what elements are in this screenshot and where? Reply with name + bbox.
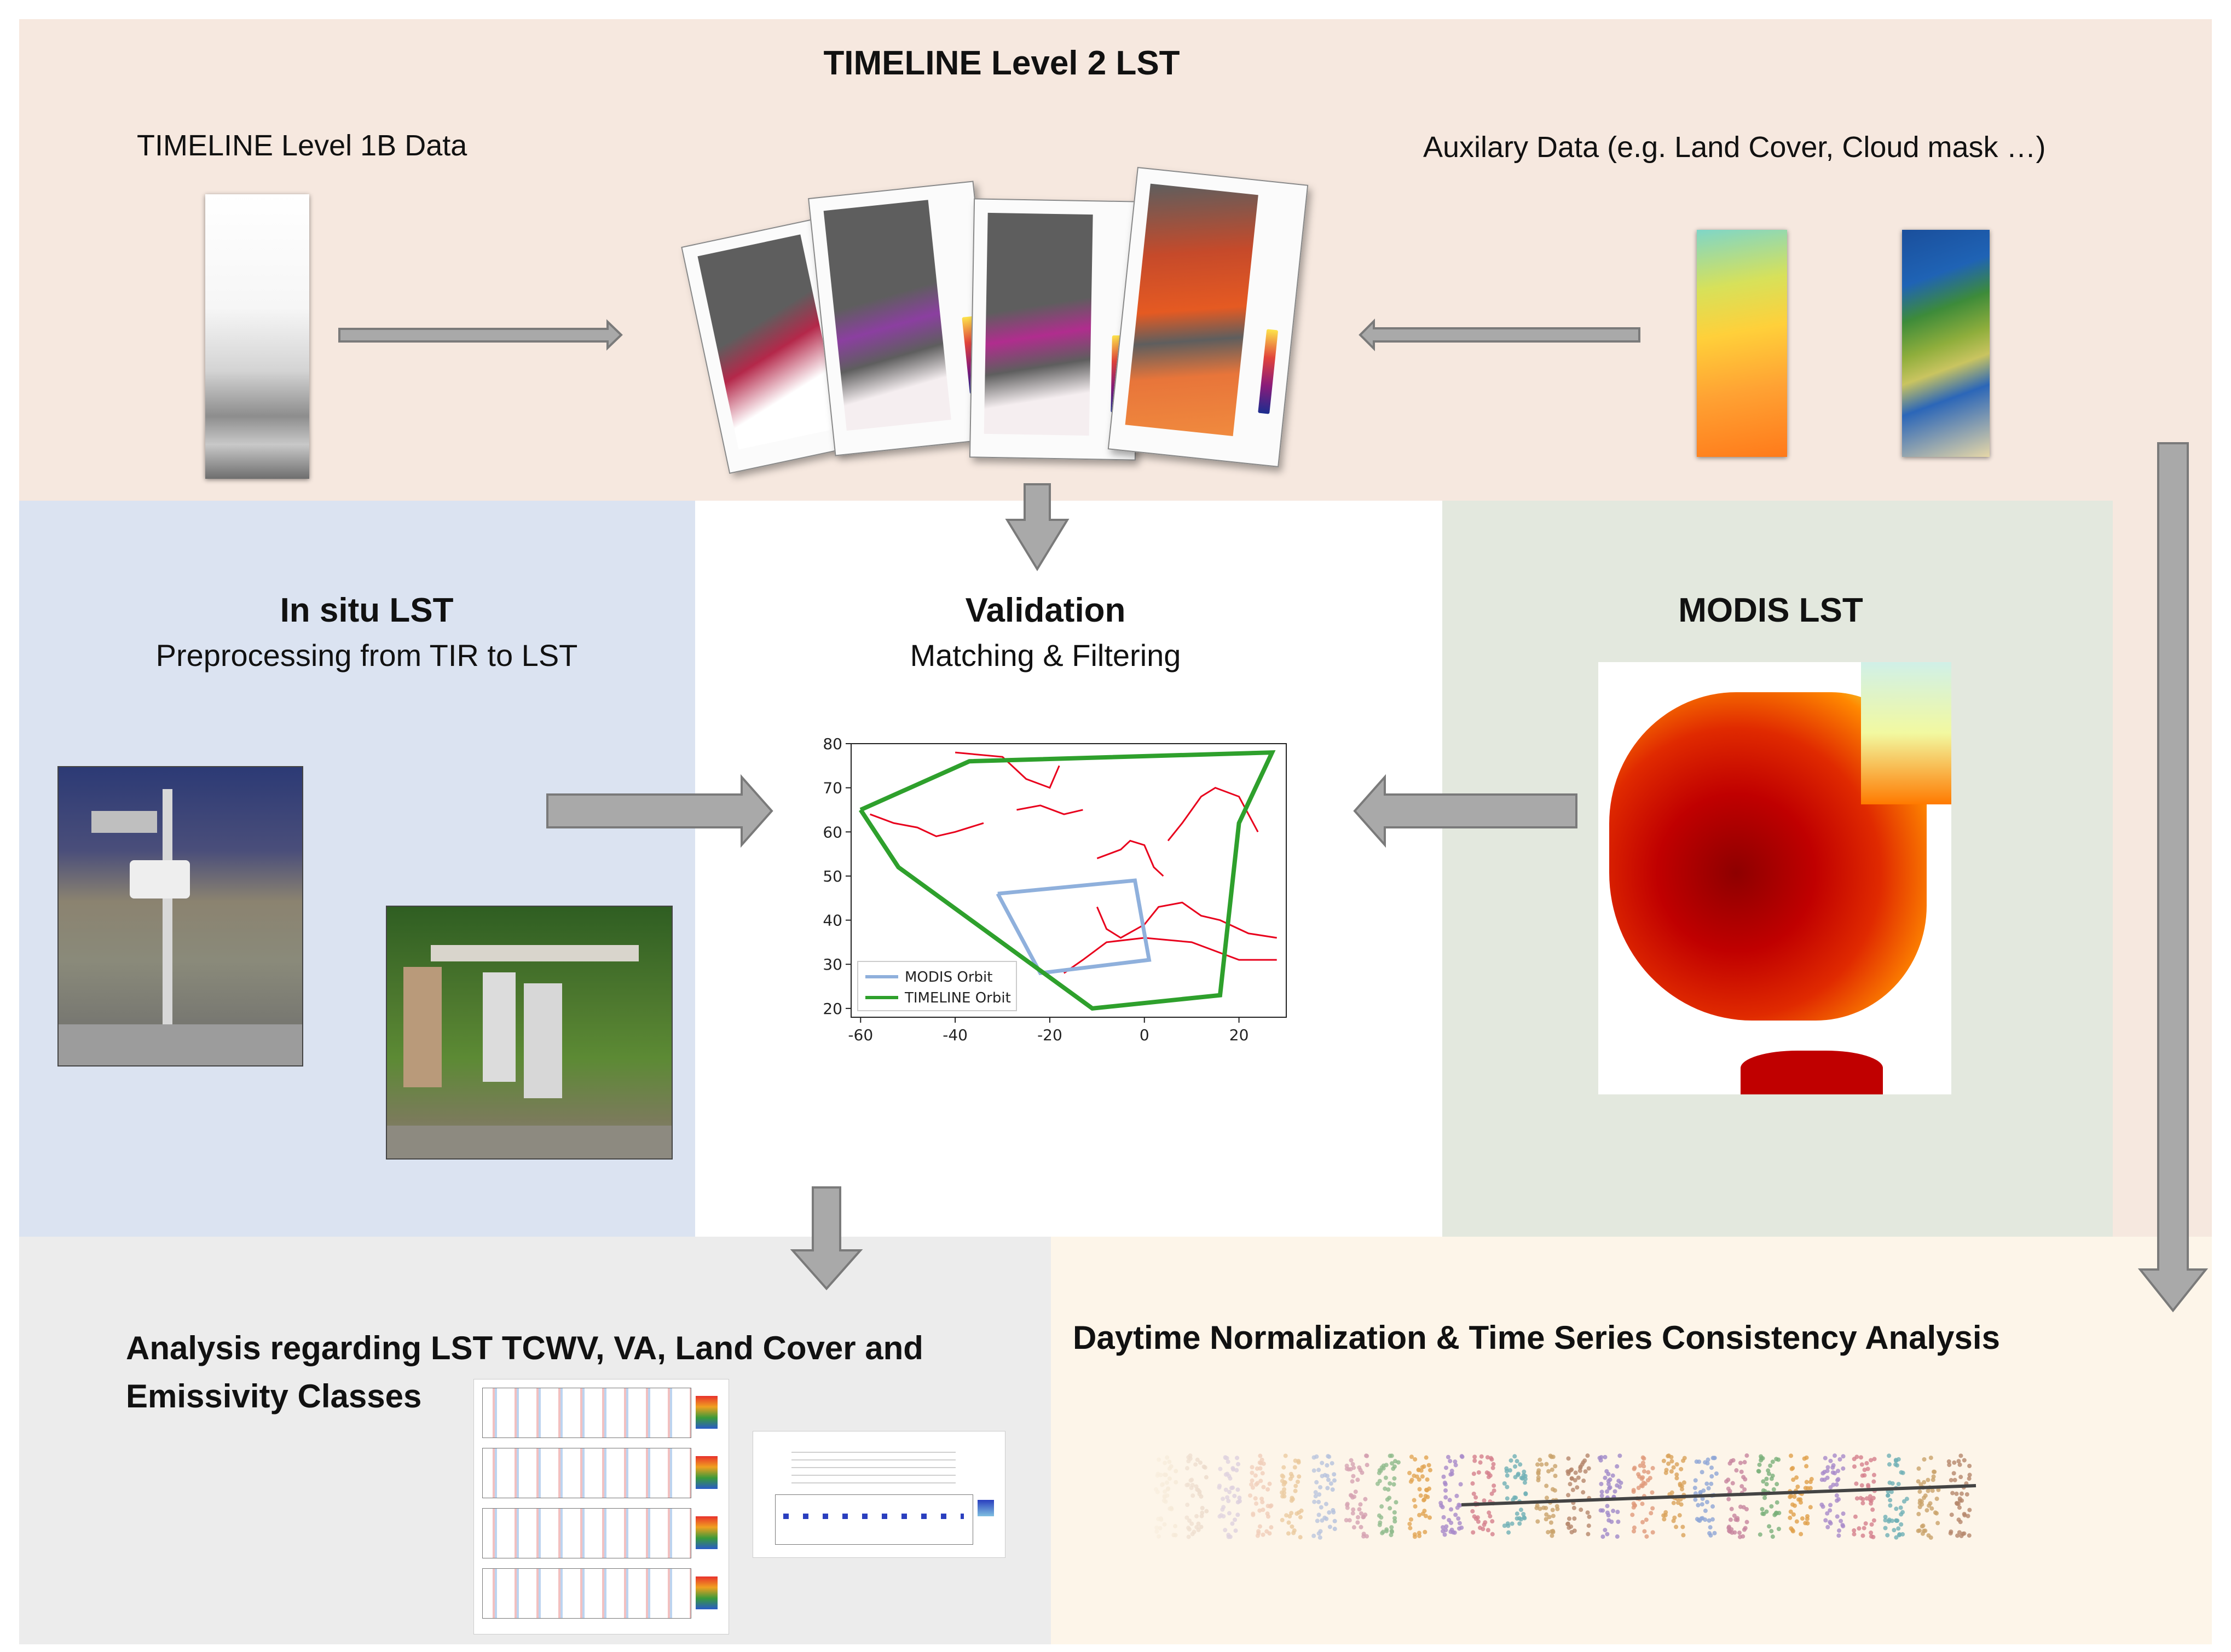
x-tick-label: -20	[1037, 1026, 1062, 1044]
insitu-station-photo-2	[386, 906, 673, 1160]
arrow-insitu-to-validation	[546, 774, 773, 848]
coastline-4	[1096, 901, 1277, 939]
coastline-0	[870, 813, 984, 837]
insitu-subtitle: Preprocessing from TIR to LST	[155, 638, 578, 673]
arrow-level2-to-validation	[1005, 483, 1070, 571]
y-tick-label: 80	[823, 736, 842, 753]
y-tick-label: 30	[823, 955, 842, 973]
validation-title: Validation	[965, 592, 1126, 629]
x-tick-label: -60	[848, 1026, 873, 1044]
x-tick-label: -40	[943, 1026, 968, 1044]
arrow-modis-to-validation	[1353, 774, 1577, 848]
x-tick-label: 20	[1229, 1026, 1249, 1044]
coastline-1	[1016, 804, 1083, 815]
analysis-title: Analysis regarding LST TCWV, VA, Land Co…	[126, 1330, 923, 1415]
arrow-level2-to-daytime	[2137, 442, 2209, 1313]
y-tick-label: 20	[823, 1000, 842, 1018]
coastline-3	[1167, 786, 1259, 842]
x-tick-label: 0	[1140, 1026, 1149, 1044]
legend-label: MODIS Orbit	[905, 969, 992, 986]
coastline-2	[1096, 839, 1164, 877]
y-tick-label: 70	[823, 779, 842, 797]
auxiliary-label: Auxilary Data (e.g. Land Cover, Cloud ma…	[1423, 131, 2046, 164]
analysis-boxplot-stack	[473, 1379, 729, 1634]
series-timeline-orbit	[858, 750, 1276, 1011]
level1b-image	[205, 194, 309, 479]
modis-lst-map	[1598, 662, 1951, 1094]
y-tick-label: 60	[823, 823, 842, 841]
arrow-level1b-to-level2	[338, 319, 623, 351]
time-series-scatter	[1133, 1434, 1998, 1560]
arrow-validation-to-analysis	[790, 1186, 863, 1291]
level1b-label: TIMELINE Level 1B Data	[137, 129, 467, 162]
insitu-title: In situ LST	[280, 592, 454, 629]
arrow-auxiliary-to-level2	[1359, 318, 1640, 351]
insitu-station-photo-1	[57, 766, 303, 1066]
y-tick-label: 50	[823, 867, 842, 885]
analysis-summary-plot	[753, 1431, 1005, 1558]
coastline-6	[955, 751, 1060, 789]
modis-title: MODIS LST	[1678, 592, 1863, 629]
aux-landcover-image	[1902, 230, 1990, 457]
aux-temperature-image	[1697, 230, 1787, 457]
validation-subtitle: Matching & Filtering	[910, 638, 1181, 673]
top-title: TIMELINE Level 2 LST	[823, 44, 1180, 82]
y-tick-label: 40	[823, 912, 842, 930]
series-modis-orbit	[996, 878, 1152, 976]
legend-box	[857, 961, 1017, 1011]
daytime-title: Daytime Normalization & Time Series Cons…	[1073, 1319, 2000, 1356]
legend-label: TIMELINE Orbit	[904, 990, 1011, 1006]
validation-orbit-chart: -60 -40 -20 0 20 20 30 40 50 60 70 80 MODIS OrbitT…	[823, 736, 1287, 1044]
